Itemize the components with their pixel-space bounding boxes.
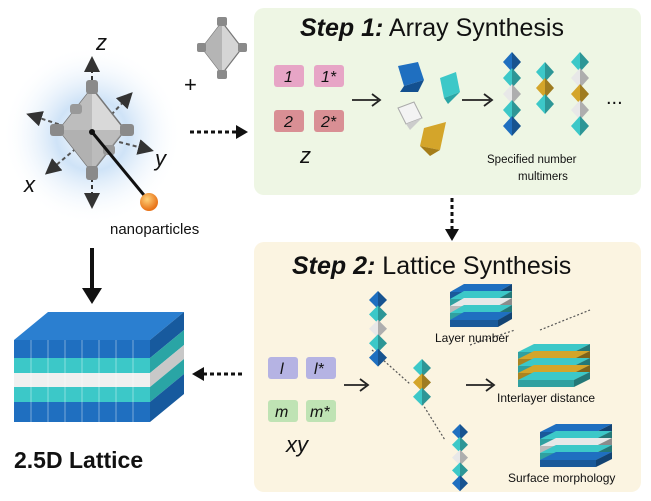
step2-arrow-2 <box>466 378 496 392</box>
sticker-1 <box>274 65 304 87</box>
axis-y-label: y <box>153 146 168 171</box>
step1-caption-line1: Specified number <box>487 154 577 166</box>
sticker-label-l: l <box>280 361 284 378</box>
sticker-l-star <box>306 357 336 379</box>
sticker-l <box>268 357 298 379</box>
octahedron-unit <box>571 68 589 88</box>
step2-multimer-columns <box>369 291 468 492</box>
octahedron-unit <box>369 319 387 338</box>
step1-ellipsis: ... <box>606 87 623 109</box>
octahedron-unit <box>413 373 431 392</box>
step1-axis-label: z <box>299 143 311 168</box>
sticker-label-m: m <box>275 404 288 421</box>
octahedron-unit <box>452 449 468 466</box>
octahedron-unit <box>503 84 521 104</box>
octahedron-unit <box>452 475 468 492</box>
plus-sign: + <box>184 72 197 97</box>
axis-x-label: x <box>23 172 36 197</box>
sticker-label-2: 2 <box>283 114 293 131</box>
step2-arrow-1 <box>344 378 370 392</box>
arrow-down-to-lattice <box>82 248 102 304</box>
axis-z-label: z <box>95 30 107 55</box>
sticker-2 <box>274 110 304 132</box>
step1-stickers <box>274 65 344 132</box>
sticker-label-1-star: 1* <box>321 69 337 86</box>
octahedron-unit <box>452 462 468 479</box>
step1-arrow-1 <box>352 93 382 107</box>
step2-panel <box>254 242 641 492</box>
octahedron-unit <box>571 100 589 120</box>
sticker-label-m-star: m* <box>310 404 330 421</box>
octahedron-unit <box>571 116 589 136</box>
octahedron-unit <box>413 359 431 377</box>
label-surface-morphology: Surface morphology <box>508 471 615 485</box>
octahedron-unit <box>452 424 468 440</box>
arrow-step1-to-step2 <box>445 198 459 241</box>
sticker-2-star <box>314 110 344 132</box>
octahedron-unit <box>536 62 554 82</box>
octahedron-unit <box>369 334 387 353</box>
octahedron-unit <box>503 100 521 120</box>
sticker-1-star <box>314 65 344 87</box>
octahedron-unit <box>571 84 589 104</box>
step2-stickers <box>268 357 336 422</box>
arrow-to-step1 <box>190 125 248 139</box>
nanoparticles-label: nanoparticles <box>110 221 199 238</box>
lattice-label: 2.5D Lattice <box>14 447 143 473</box>
layer-stacks <box>450 284 612 467</box>
sticker-m-star <box>306 400 336 422</box>
step1-title: Step 1: Array Synthesis <box>300 14 564 42</box>
octahedron-unit <box>369 348 387 367</box>
octahedron-unit <box>571 52 589 72</box>
label-layer-number: Layer number <box>435 331 509 345</box>
step1-caption-line2: multimers <box>518 171 568 183</box>
sticker-label-1: 1 <box>284 69 293 86</box>
sticker-label-2-star: 2* <box>320 114 337 131</box>
octahedron-unit <box>536 78 554 98</box>
sticker-m <box>268 400 298 422</box>
octahedron-unit <box>536 94 554 114</box>
sticker-label-l-star: l* <box>314 361 325 378</box>
step2-axis-label: xy <box>285 432 310 457</box>
step1-arrow-2 <box>462 93 494 107</box>
dna-frame-illustration <box>2 45 182 225</box>
octahedron-unit <box>413 387 431 406</box>
arrow-step2-to-lattice <box>192 367 242 381</box>
small-dna-frame <box>197 17 247 79</box>
octahedron-unit <box>503 68 521 88</box>
octahedron-unit <box>503 52 521 72</box>
octahedron-unit <box>452 436 468 453</box>
octahedron-unit <box>503 116 521 136</box>
scattered-frames <box>397 62 460 156</box>
multimer-columns <box>503 52 589 136</box>
octahedron-unit <box>369 291 387 309</box>
label-interlayer-distance: Interlayer distance <box>497 391 595 405</box>
lattice-illustration <box>14 312 184 422</box>
step2-title: Step 2: Lattice Synthesis <box>292 252 571 280</box>
octahedron-unit <box>369 305 387 324</box>
